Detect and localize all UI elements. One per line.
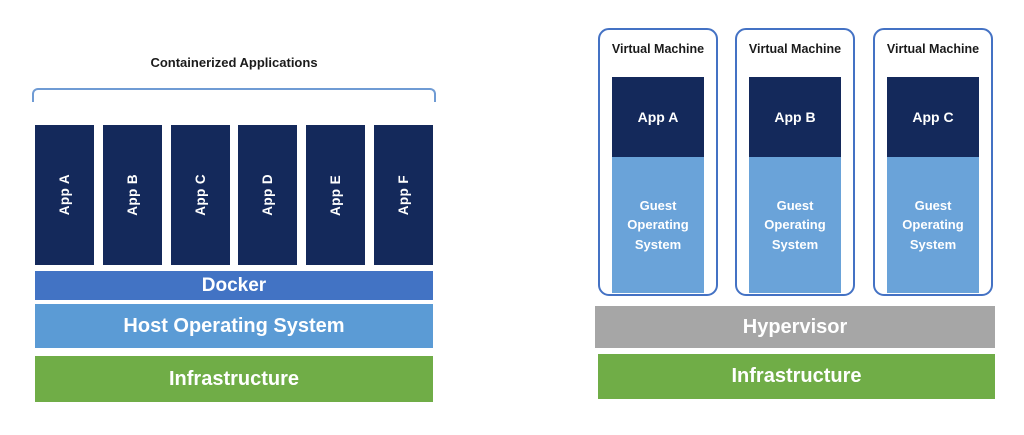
- container-app-f: App F: [373, 125, 433, 265]
- container-app-a: App A: [35, 125, 94, 265]
- container-apps-row: App A App B App C App D App E App F: [35, 125, 433, 265]
- vm-1-guest-os: Guest Operating System: [612, 157, 704, 293]
- vm-2-app: App B: [749, 77, 841, 157]
- container-app-d: App D: [238, 125, 298, 265]
- container-app-a-label: App A: [57, 174, 72, 216]
- infrastructure-layer-left: Infrastructure: [35, 356, 433, 402]
- vm-3-app: App C: [887, 77, 979, 157]
- container-app-c: App C: [170, 125, 230, 265]
- virtual-machine-3-title: Virtual Machine: [886, 42, 980, 56]
- container-app-b: App B: [102, 125, 162, 265]
- virtual-machine-2-title: Virtual Machine: [748, 42, 842, 56]
- container-app-b-label: App B: [124, 174, 140, 216]
- container-app-f-label: App F: [395, 174, 411, 216]
- container-app-c-label: App C: [192, 174, 208, 216]
- virtual-machine-1-title: Virtual Machine: [611, 42, 705, 56]
- infrastructure-layer-right: Infrastructure: [598, 354, 995, 399]
- virtual-machine-box-3: Virtual Machine App C Guest Operating Sy…: [873, 28, 993, 296]
- virtual-machine-box-2: Virtual Machine App B Guest Operating Sy…: [735, 28, 855, 296]
- apps-bracket-shape: [32, 88, 436, 102]
- vm-3-guest-os: Guest Operating System: [887, 157, 979, 293]
- host-os-layer: Host Operating System: [35, 304, 433, 348]
- vm-2-guest-os: Guest Operating System: [749, 157, 841, 293]
- containerized-applications-title: Containerized Applications: [150, 55, 318, 70]
- hypervisor-layer: Hypervisor: [595, 306, 995, 348]
- virtual-machine-box-1: Virtual Machine App A Guest Operating Sy…: [598, 28, 718, 296]
- container-app-e: App E: [306, 125, 366, 265]
- vm-1-app: App A: [612, 77, 704, 157]
- container-app-d-label: App D: [260, 174, 276, 216]
- docker-layer: Docker: [35, 271, 433, 300]
- container-app-e-label: App E: [328, 174, 344, 216]
